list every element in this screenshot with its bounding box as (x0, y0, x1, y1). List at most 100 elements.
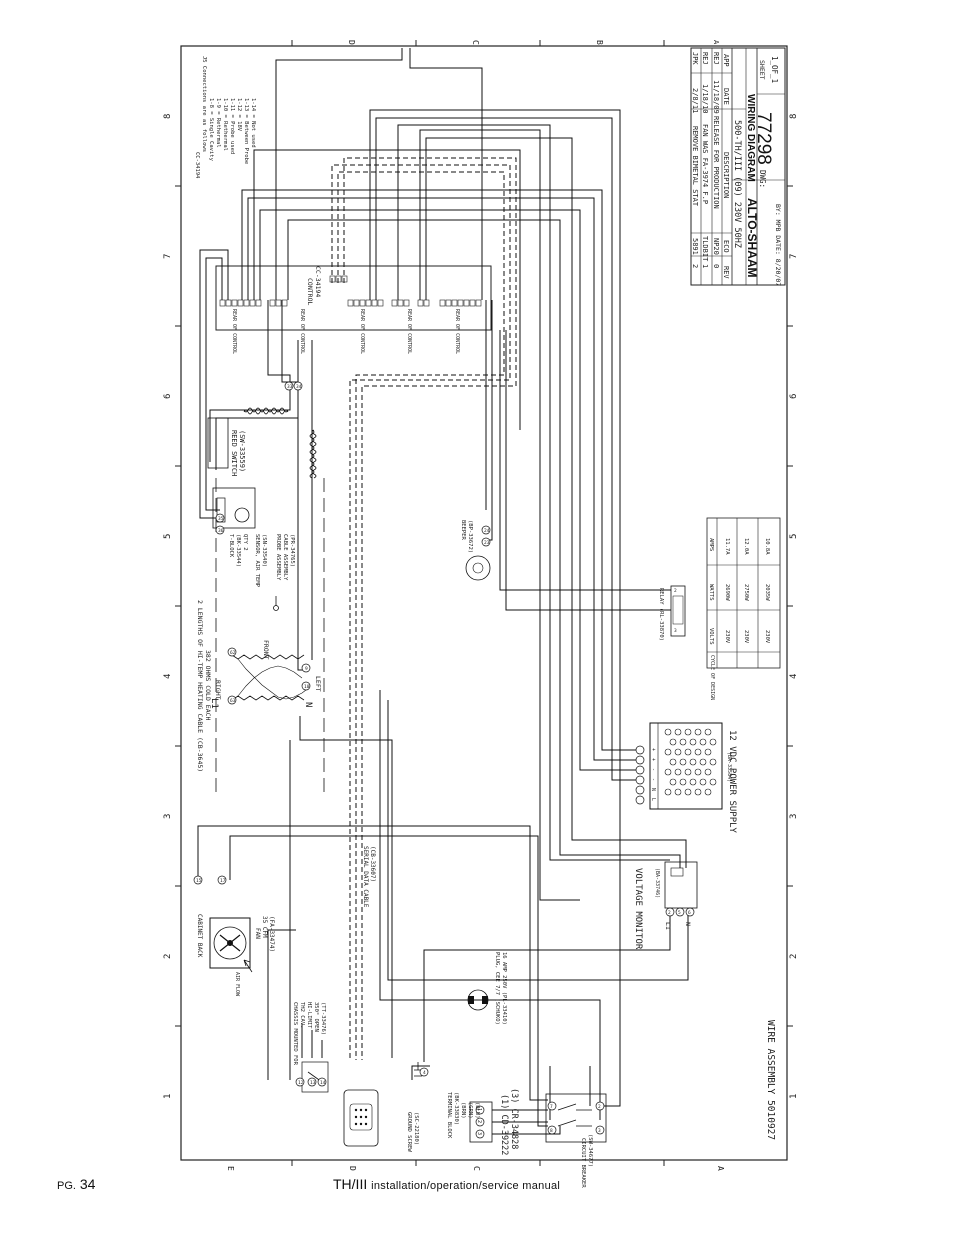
title-block: 2 5891 REMOVE BIMETAL STAT 2/8/11 JPK 1 … (690, 40, 786, 286)
terminal-color: (BRN) (460, 1102, 466, 1119)
wire-num: 5 (678, 910, 681, 916)
psu-terminal: N (650, 788, 656, 791)
cycle-label: CYCLE OF DESIGN (709, 655, 715, 700)
rev-date: 11/18/09 (712, 80, 720, 114)
circuit-breaker: CIRCUIT BREAKER (SW-34677) (545, 1093, 607, 1188)
chassis-label-2: TH2 CAV. (299, 1002, 305, 1029)
rear-of-control-label: REAR OF CONTROL (231, 309, 237, 354)
rev-number: 2 (691, 264, 699, 268)
zone-ticks (175, 40, 793, 1166)
zone-num: 7 (789, 254, 799, 259)
reed-switch: REED SWITCH (SW-33559) (207, 417, 246, 476)
zone-num: 5 (163, 534, 173, 539)
wire-num: 9 (305, 666, 308, 672)
wire-num: 35 (218, 516, 224, 522)
wire-num: 3 (598, 1128, 601, 1134)
note-line: 1-13 = Between Probe (243, 98, 249, 164)
l1-label: L1 (209, 698, 219, 709)
brand-logo: ALTO-SHAAM (745, 198, 759, 278)
zone-letter: B (595, 40, 604, 45)
psu-terminal: + (650, 748, 656, 751)
zone-letter: D (347, 40, 356, 45)
hilimit-part: (TT-33476) (320, 1002, 326, 1035)
zone-num: 4 (789, 674, 799, 679)
plug-spec: 16 AMP 250V (PL-33410) (501, 952, 507, 1025)
wire-num: 3 (674, 628, 677, 634)
tblock-part: (BK-33544) (235, 534, 241, 567)
wire-num: 7 (550, 1104, 553, 1110)
rear-of-control-label: REAR OF CONTROL (299, 309, 305, 354)
rating-cell: 11.7A (724, 538, 730, 555)
note-line: 1-11 = Probe used (229, 98, 235, 154)
probe-label: PROBE ASSEMBLY (275, 534, 281, 581)
ground-screw: GROUND SCREW (SC-22180) (406, 1062, 422, 1152)
cordset-2: (3) CR-34828 (509, 1088, 519, 1149)
beeper-label: BEEPER (460, 520, 466, 541)
vm-terminal: L1 (664, 922, 672, 930)
manual-model: TH/III (333, 1176, 368, 1192)
wire-num: 6 (688, 910, 691, 916)
terminal-color: (GRN) (467, 1102, 473, 1119)
manual-title-text: installation/operation/service manual (371, 1180, 561, 1192)
voltage-monitor-label: VOLTAGE MONITOR (633, 868, 643, 950)
rev-eco: NP20 (712, 238, 720, 255)
page-prefix: PG. (57, 1180, 76, 1192)
zone-num: 2 (163, 954, 173, 959)
power-plug: PLUG, CEE 7/7 (SCHUKO) 16 AMP 250V (PL-3… (467, 952, 507, 1025)
twisted-pairs (243, 407, 317, 479)
drawing-label: DWG: (758, 170, 767, 188)
left-label: LEFT (314, 676, 322, 692)
psu-terminal: - (650, 778, 656, 781)
wire-assembly-label: WIRE ASSEMBLY 5010927 (765, 1020, 776, 1140)
drawing-border (180, 45, 788, 1161)
n-label: N (303, 702, 313, 707)
psu-part: (BA-33584) (726, 752, 732, 782)
rev-eco: TLDBIT (701, 236, 709, 262)
serial-cable-text: SERIAL DATA CABLE (362, 846, 369, 908)
psu-terminal: + (650, 758, 656, 761)
terminal-number: 1 (476, 1108, 482, 1111)
vm-terminal: N (684, 922, 692, 926)
rev-app: REJ (712, 52, 720, 65)
power-supply: + + - - N L 12 VDC POWER SUPPLY (BA-3358… (635, 722, 737, 834)
rev-date: 2/8/11 (691, 88, 699, 113)
reed-switch-part: (SW-33559) (238, 430, 246, 472)
rating-cell: 12.0A (743, 538, 749, 555)
zone-letter: D (348, 1166, 357, 1171)
zone-num: 2 (789, 954, 799, 959)
wire-num: 62 (230, 650, 236, 656)
wire-num: 63 (230, 698, 236, 704)
zone-letters: D C B E D C A (226, 40, 725, 1171)
zone-letter: C (472, 1166, 481, 1171)
wire-number-labels: 33 34 35 36 24 23 62 63 9 10 15 17 12 13… (196, 384, 691, 1134)
wire-num: 10 (304, 684, 310, 690)
serial-cable-label: SERIAL DATA CABLE (CB-33607) (362, 846, 376, 908)
terminal-label: TERMINAL BLOCK (446, 1092, 452, 1139)
tblock-qty: QTY 2 (242, 534, 248, 551)
wire-num: 12 (298, 1080, 304, 1086)
cabinet-back-label: CABINET BACK (196, 914, 203, 958)
note-line: 1-8 = Single Cavity (208, 98, 214, 162)
rear-of-control-label: REAR OF CONTROL (359, 309, 365, 354)
wire-num: 14 (320, 1080, 326, 1086)
page-number-value: 34 (79, 1176, 96, 1192)
fan-label: FAN (254, 928, 261, 939)
rating-cell: 230V (743, 630, 749, 644)
rev-header: ECO (722, 240, 730, 253)
wire-num: 4 (423, 1070, 426, 1076)
probe-cable-label: CABLE ASSEMBLY (282, 534, 288, 581)
zone-letter: A (716, 1166, 725, 1171)
note-line: 1-9 = Rethermal (215, 98, 221, 148)
rev-header: DATE (722, 88, 730, 105)
wire-num: 34 (296, 384, 302, 390)
drawing-number: 77298 (753, 112, 774, 165)
rev-cell-a: A (712, 40, 720, 45)
terminal-number: 3 (476, 1132, 482, 1135)
rating-cell: 10.8A (764, 538, 770, 555)
doc-title: WIRING DIAGRAM (745, 94, 756, 182)
rating-header: AMPS (708, 538, 714, 551)
wire-num: 36 (218, 528, 224, 534)
sensor-label: SENSOR, AIR TEMP (254, 534, 260, 588)
rating-cell: 2750W (743, 584, 749, 601)
fan-part: (FA-33474) (268, 916, 275, 952)
